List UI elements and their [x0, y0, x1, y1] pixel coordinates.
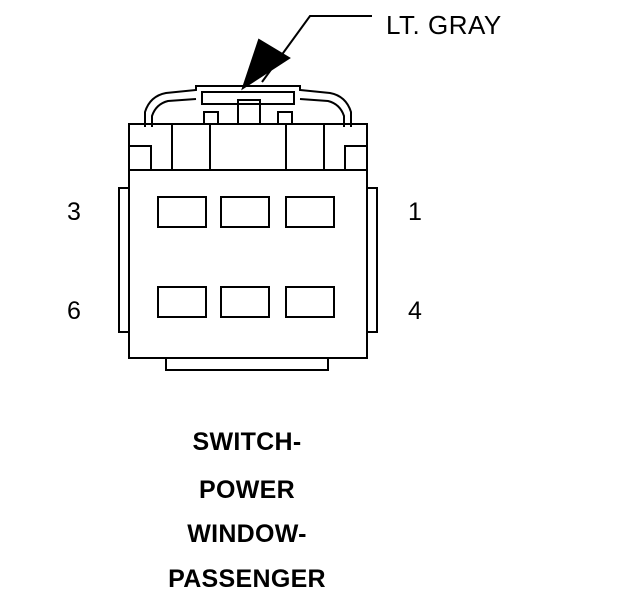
leader-line	[261, 15, 372, 83]
housing-body	[128, 169, 368, 359]
connector-color-label: LT. GRAY	[386, 10, 502, 40]
pin-label-3: 3	[67, 198, 81, 226]
latch-top-block	[201, 91, 295, 105]
cavity-6	[157, 286, 207, 318]
pin-label-4: 4	[408, 297, 422, 325]
cavity-3	[157, 196, 207, 228]
latch-right-tab	[277, 111, 293, 125]
leader-arrowhead	[241, 38, 291, 91]
pin-label-1: 1	[408, 198, 422, 226]
latch-inner-right	[299, 98, 345, 127]
title-line-4: PASSENGER	[168, 565, 326, 593]
cavity-5	[220, 286, 270, 318]
cavity-2	[220, 196, 270, 228]
left-rib	[118, 187, 130, 333]
left-shoulder	[128, 145, 152, 171]
cavity-4	[285, 286, 335, 318]
right-shoulder	[344, 145, 368, 171]
housing-upper	[128, 123, 368, 171]
pin-label-6: 6	[67, 297, 81, 325]
cavity-1	[285, 196, 335, 228]
right-rib	[366, 187, 378, 333]
latch-left-tab	[203, 111, 219, 125]
title-line-1: SWITCH-	[192, 428, 302, 456]
title-line-2: POWER	[199, 476, 295, 504]
latch-outer	[144, 85, 352, 127]
bottom-foot	[165, 357, 329, 371]
title-line-3: WINDOW-	[187, 520, 307, 548]
latch-inner	[151, 98, 197, 127]
